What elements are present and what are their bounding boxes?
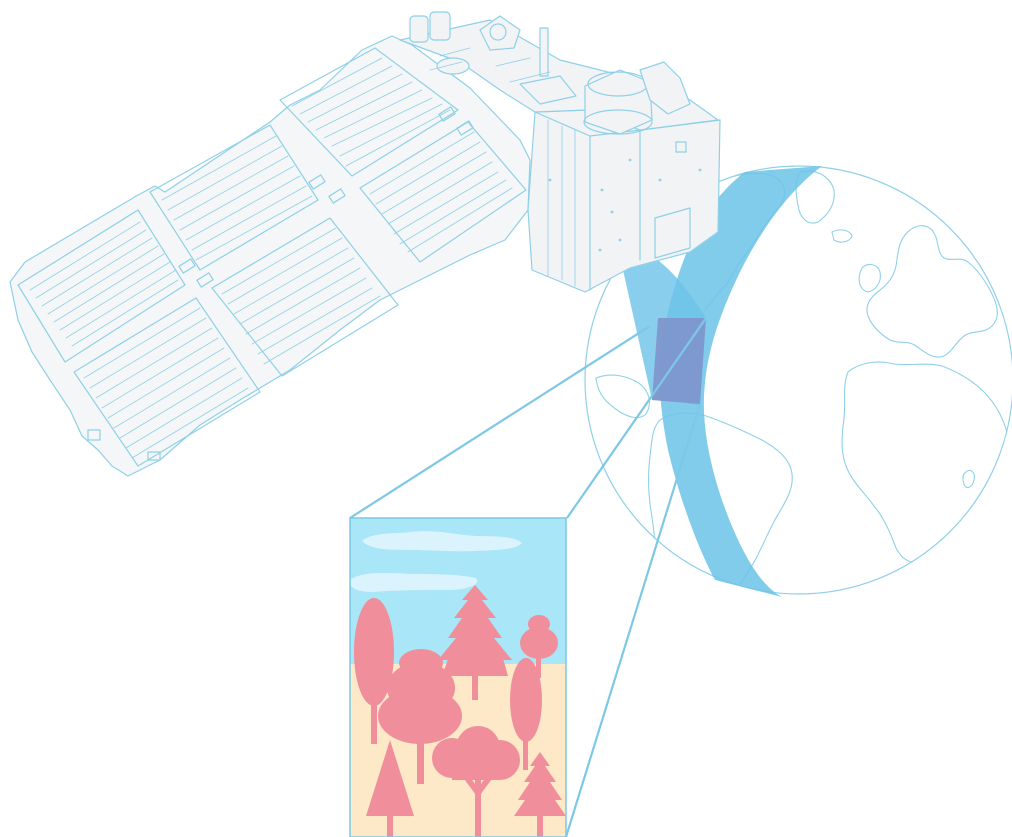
tree xyxy=(510,658,542,742)
solar-array xyxy=(10,36,530,476)
cloud xyxy=(350,573,478,592)
landscape-inset xyxy=(350,518,566,837)
